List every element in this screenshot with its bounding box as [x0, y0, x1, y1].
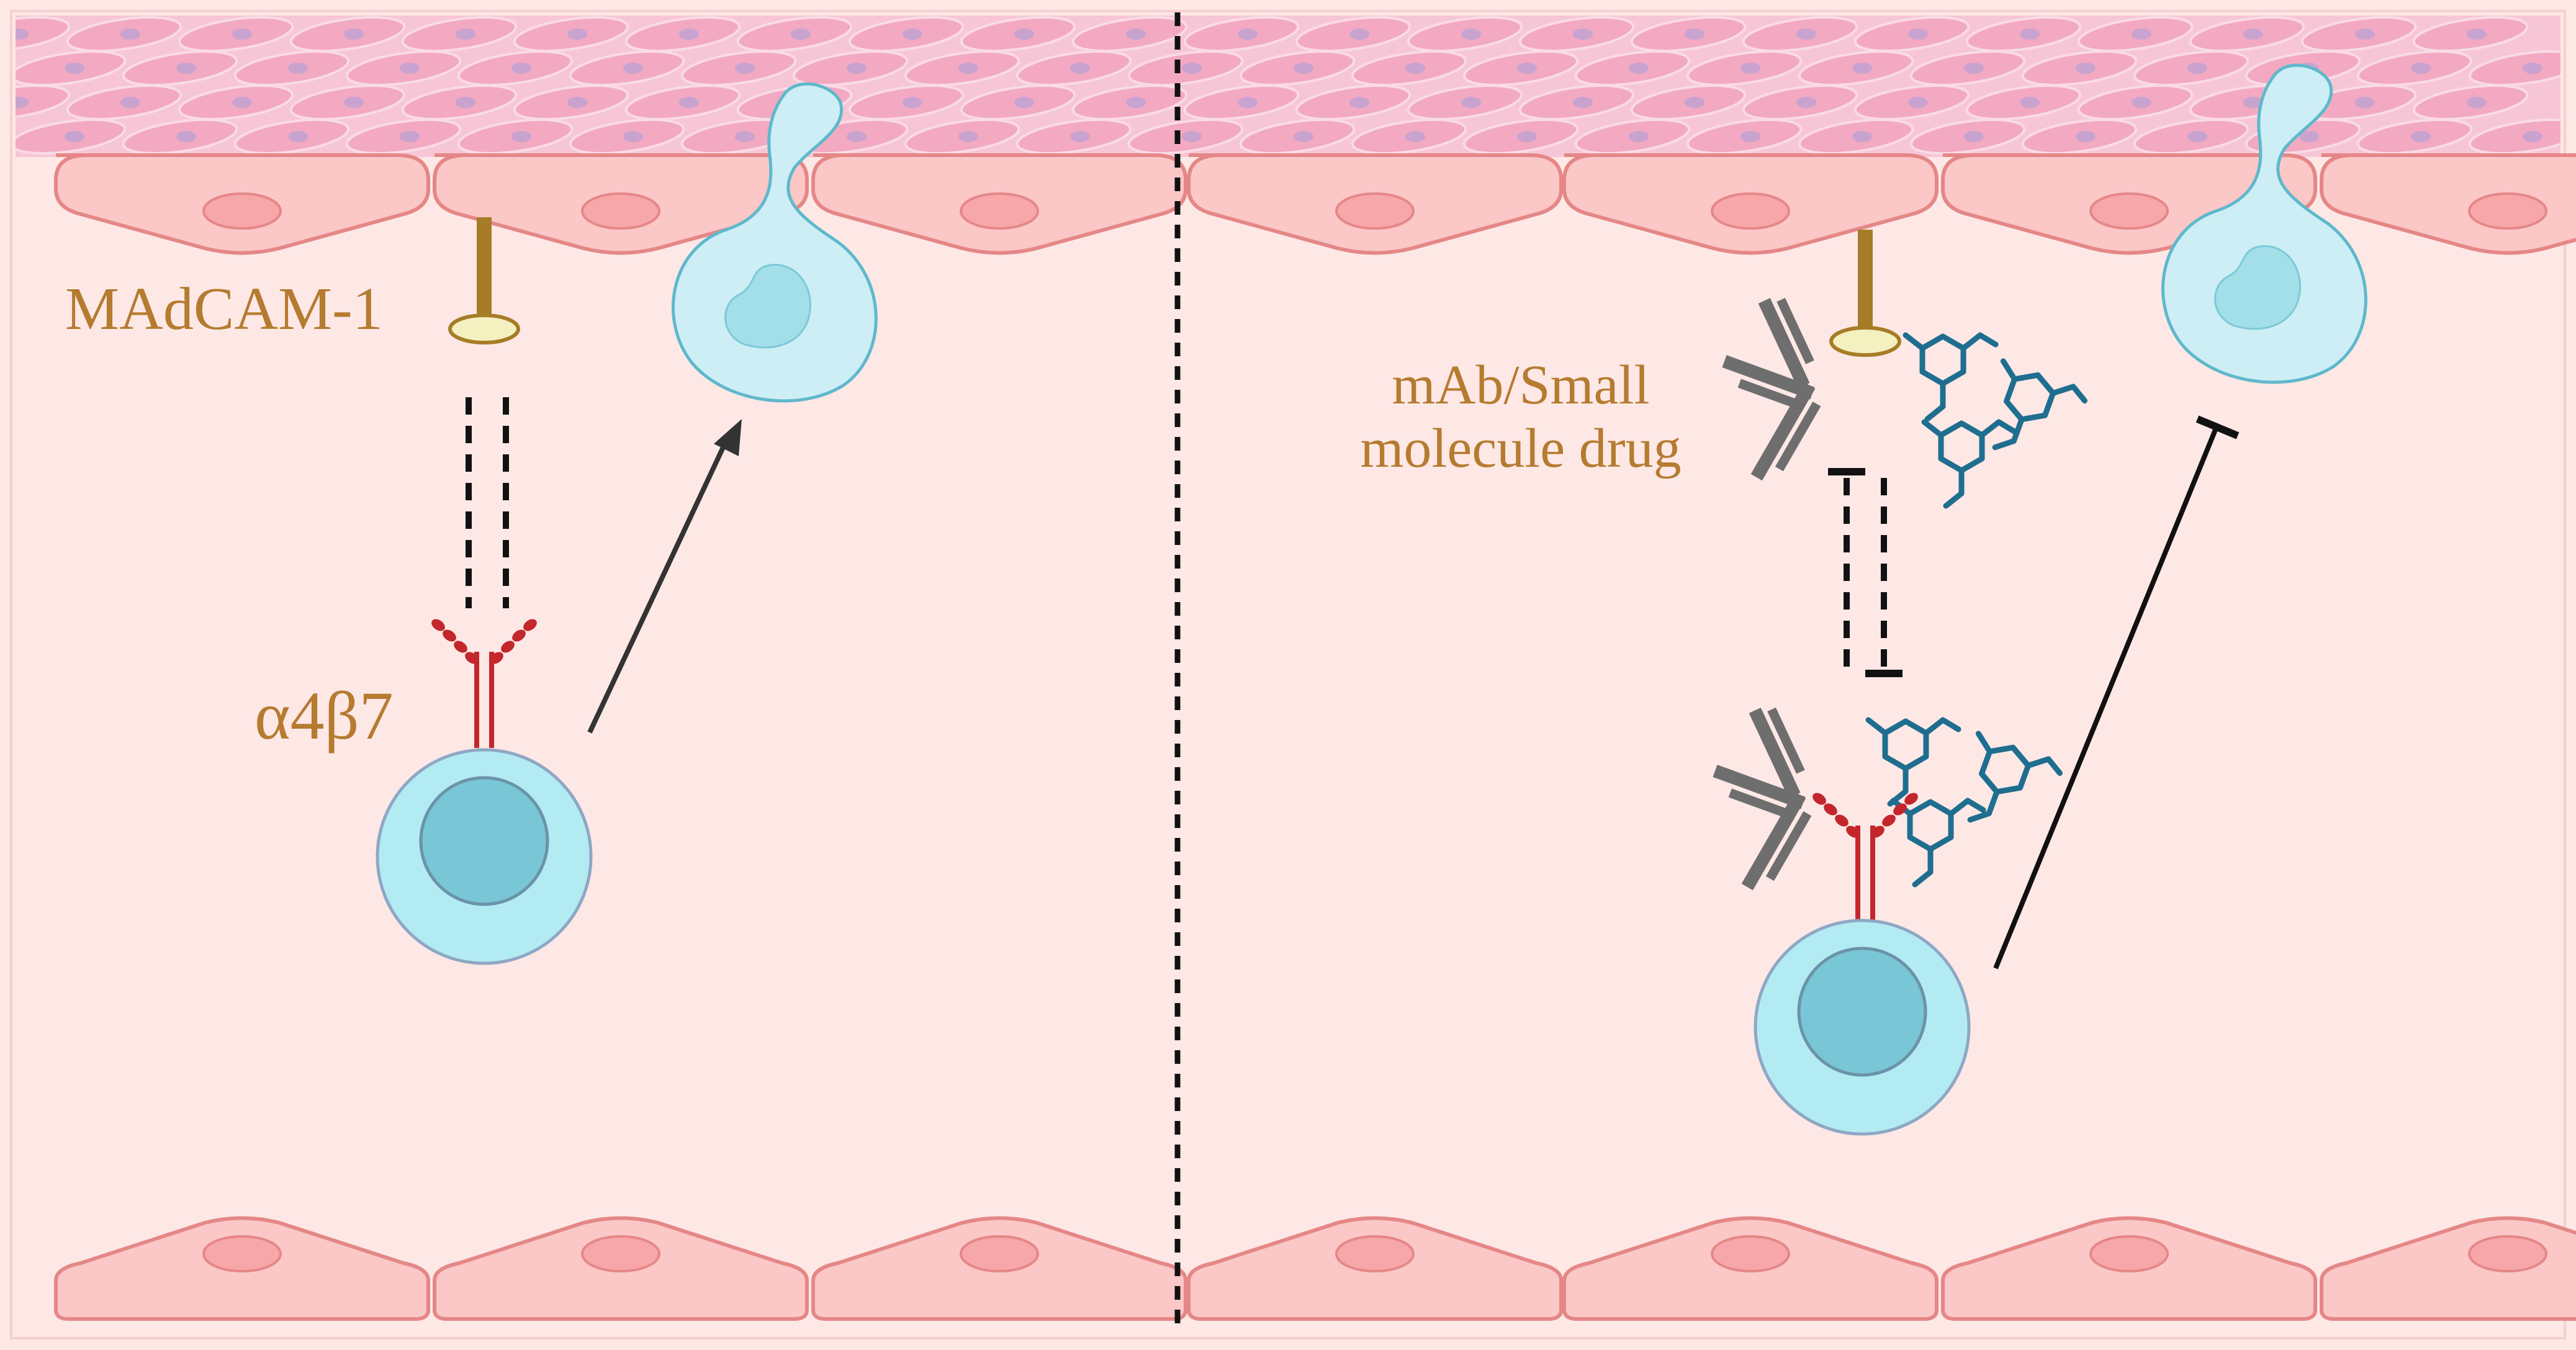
lymphocyte-left — [377, 750, 591, 963]
lymphocyte-right — [1755, 920, 1969, 1134]
migration-arrow — [587, 419, 742, 734]
drug-label-line1: mAb/Small — [1392, 354, 1649, 416]
integrin-label: α4β7 — [254, 678, 394, 754]
drug-label-line2: molecule drug — [1360, 418, 1681, 479]
blocked-migration-arrow — [1993, 415, 2240, 970]
right-panel: mAb/Small molecule drug — [1360, 65, 2366, 1134]
left-panel: MAdCAM-1 α4β7 — [65, 84, 876, 963]
tissue-layer — [16, 16, 2560, 157]
madcam-label: MAdCAM-1 — [65, 276, 383, 343]
inhibition-dashes — [1828, 468, 1903, 677]
binding-dashes-left — [466, 397, 509, 608]
